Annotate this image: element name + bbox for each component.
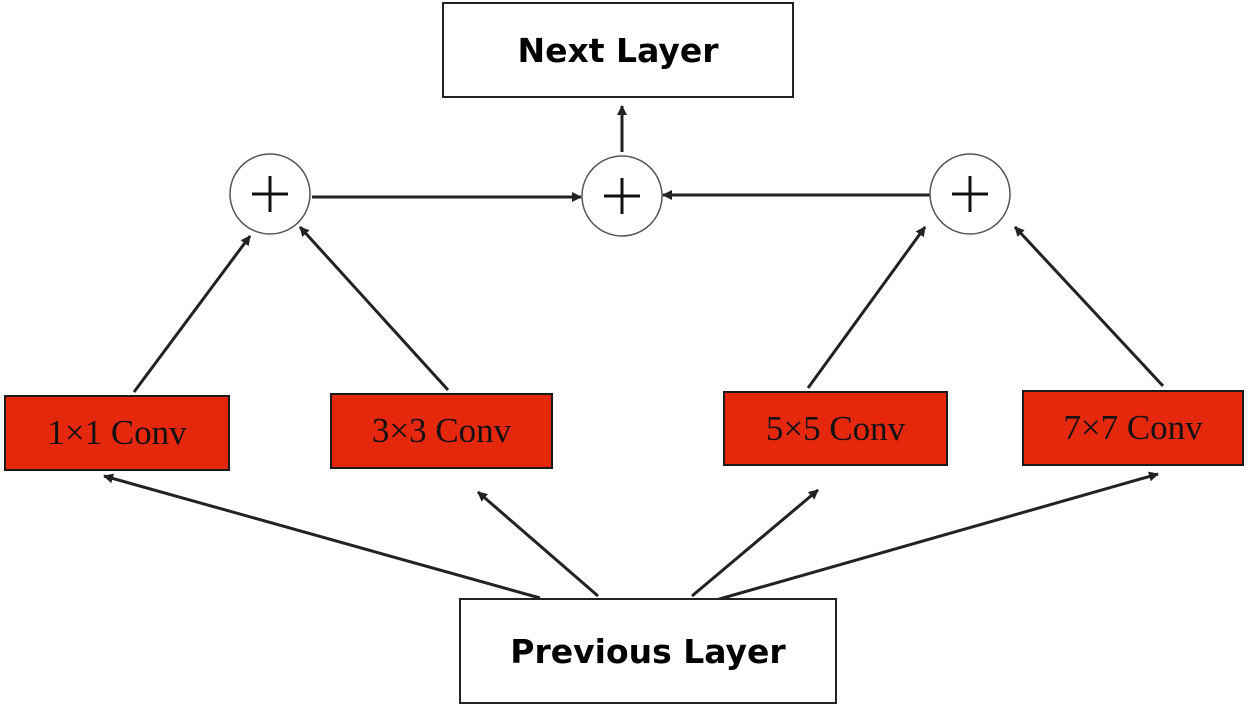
conv-7x7-box: 7×7 Conv — [1022, 390, 1244, 466]
next-layer-label: Next Layer — [517, 30, 719, 70]
arrow-conv7-to-adder-right — [1013, 225, 1165, 388]
previous-layer-box: Previous Layer — [459, 598, 837, 704]
arrow-conv5-to-adder-right — [806, 226, 927, 389]
previous-layer-label: Previous Layer — [510, 631, 786, 671]
arrow-conv1-to-adder-left — [132, 235, 252, 393]
conv-5x5-box: 5×5 Conv — [723, 391, 948, 466]
conv-7x7-label: 7×7 Conv — [1063, 408, 1203, 447]
conv-3x3-box: 3×3 Conv — [330, 393, 553, 469]
conv-1x1-box: 1×1 Conv — [4, 395, 230, 471]
arrow-prev-to-conv5 — [691, 488, 819, 598]
adder-center — [581, 155, 663, 237]
adder-right — [929, 153, 1011, 235]
adder-left — [229, 153, 311, 235]
arrow-prev-to-conv7 — [715, 471, 1159, 602]
next-layer-box: Next Layer — [442, 2, 794, 98]
conv-3x3-label: 3×3 Conv — [371, 411, 512, 450]
arrow-prev-to-conv3 — [477, 490, 599, 598]
arrow-prev-to-conv1 — [103, 473, 541, 600]
arrow-conv3-to-adder-left — [298, 225, 450, 392]
conv-1x1-label: 1×1 Conv — [47, 413, 187, 452]
conv-5x5-label: 5×5 Conv — [765, 408, 906, 448]
